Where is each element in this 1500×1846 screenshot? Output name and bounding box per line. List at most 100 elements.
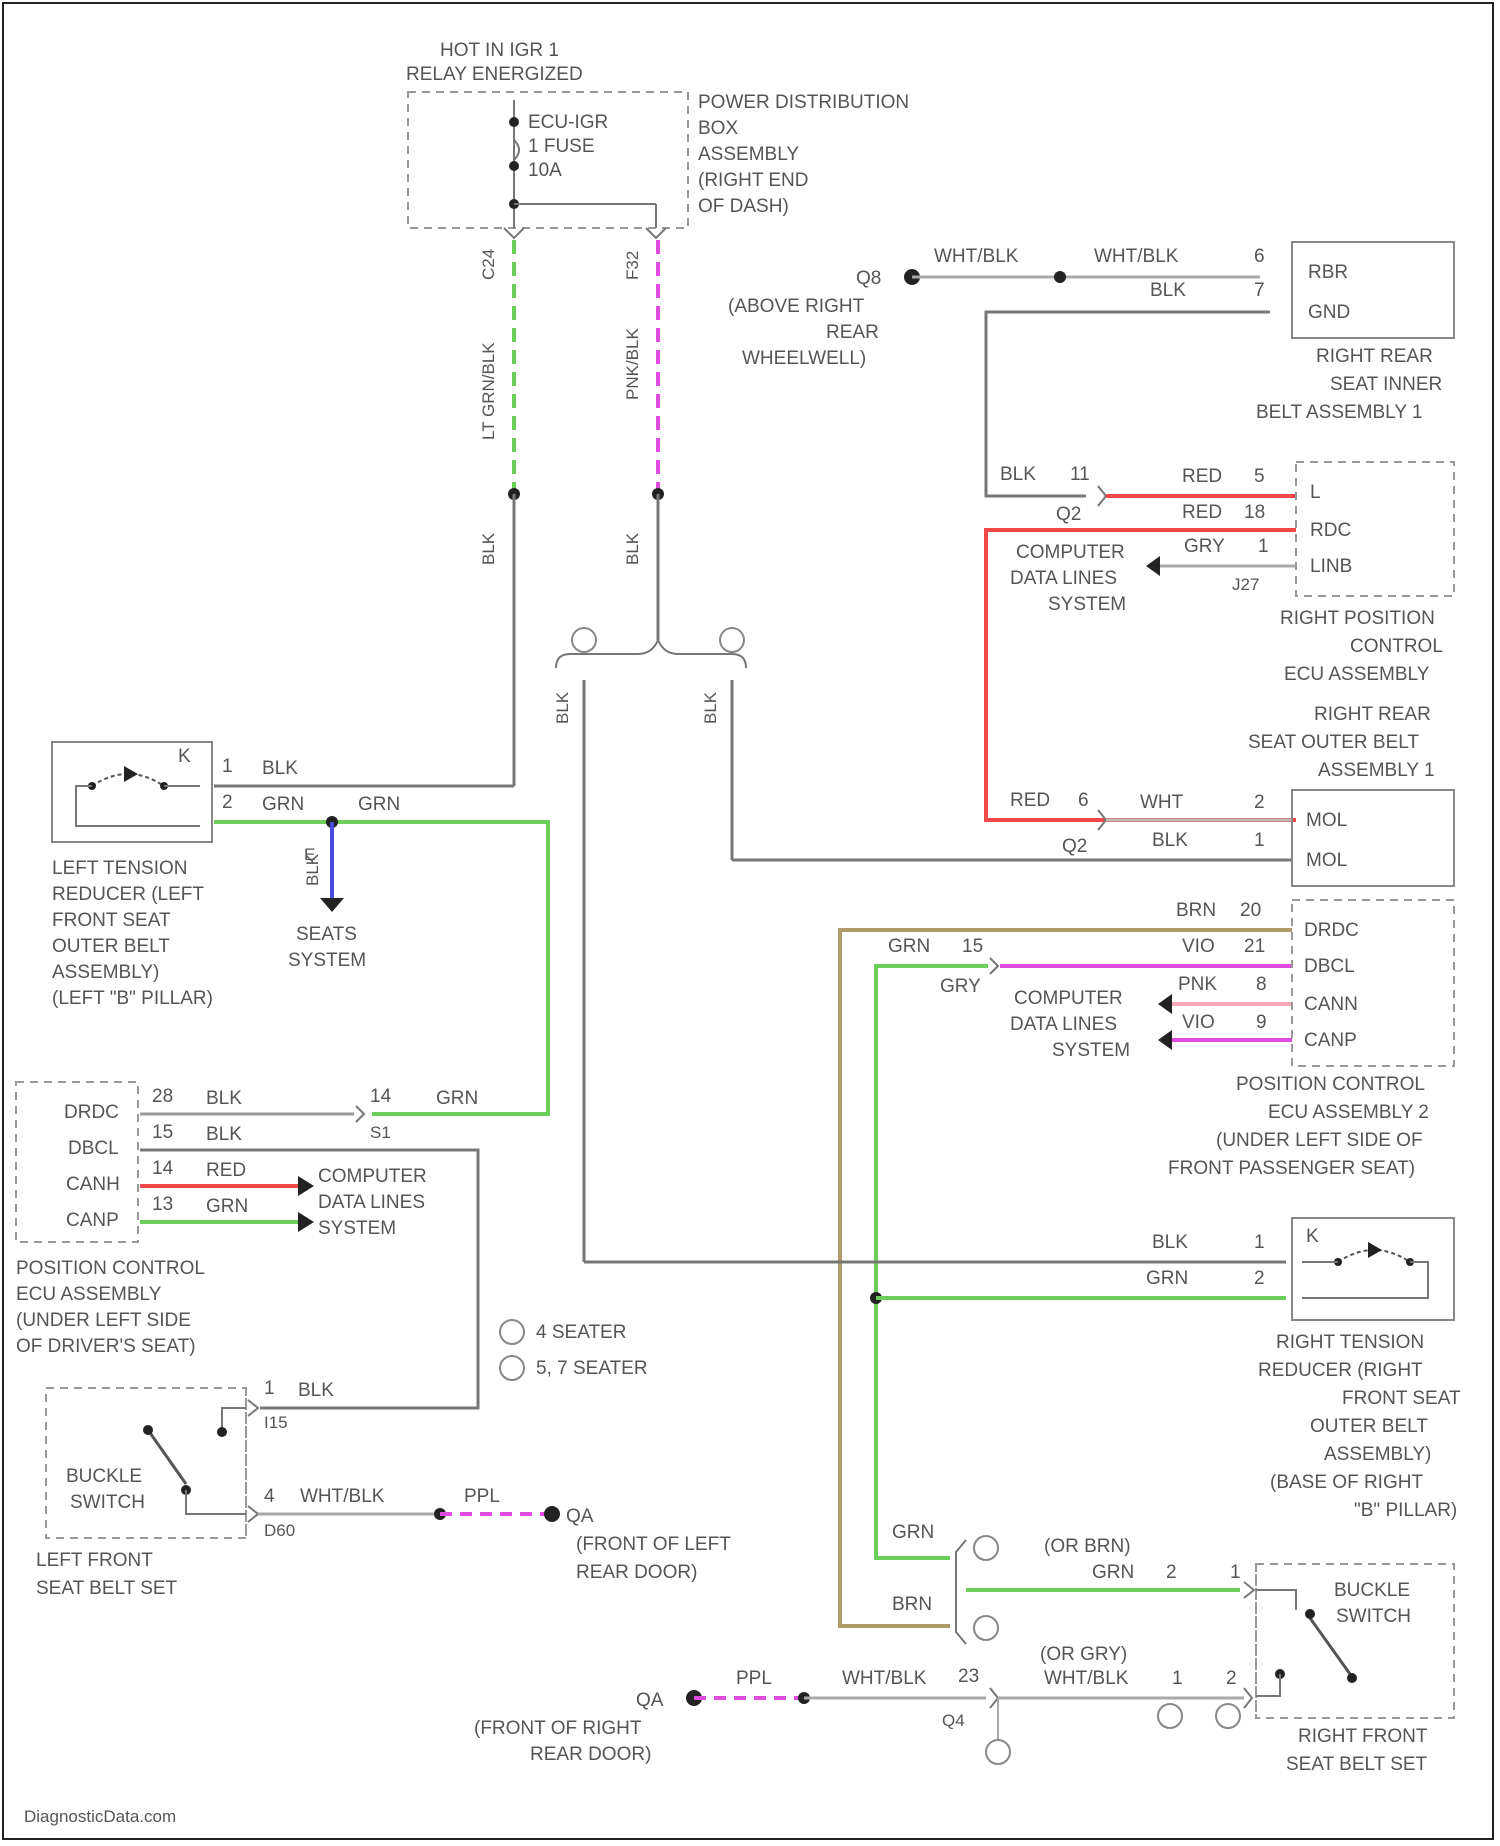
r-blk-label: BLK: [1152, 1232, 1188, 1253]
rr-inner-1: SEAT INNER: [1330, 374, 1442, 395]
wire-ltgrn-blk-label: LT GRN/BLK: [479, 342, 498, 440]
rb-buckle-0: BUCKLE: [1334, 1580, 1410, 1601]
p15-wire-label: BLK: [206, 1124, 242, 1145]
rr-outer-2: ASSEMBLY 1: [1318, 760, 1435, 781]
pin-5-label: 5: [1254, 466, 1265, 487]
pc2-drdc: DRDC: [1304, 920, 1359, 941]
wht-blk-b-label: WHT/BLK: [1094, 246, 1179, 267]
lpc-drdc: DRDC: [64, 1102, 119, 1123]
pin-21-label: 21: [1244, 936, 1265, 957]
pdb-label-1: BOX: [698, 118, 738, 139]
q2-label: Q2: [1056, 504, 1081, 525]
e-wire-label: BLK: [303, 853, 322, 886]
q2b-label: Q2: [1062, 836, 1087, 857]
footer-watermark: DiagnosticData.com: [24, 1807, 176, 1826]
blk-11-label: BLK: [1000, 464, 1036, 485]
pin-8-label: 8: [1256, 974, 1267, 995]
cdl-b-0: COMPUTER: [1014, 988, 1123, 1009]
ltr-pin1-label: 1: [222, 756, 233, 777]
grn-p-label: GRY: [940, 976, 981, 997]
brn-20-label: BRN: [1176, 900, 1216, 921]
rpc-1: CONTROL: [1350, 636, 1443, 657]
ecu-rdc-label: RDC: [1310, 520, 1351, 541]
pc-left-3: OF DRIVER'S SEAT): [16, 1336, 196, 1357]
or-gry-label: (OR GRY): [1040, 1644, 1127, 1665]
qa-left-label: QA: [566, 1506, 594, 1527]
wire-blk-d-label: BLK: [701, 691, 720, 724]
pc2-canh: CANN: [1304, 994, 1358, 1015]
pin-11-label: 11: [1070, 464, 1090, 485]
d60-label: D60: [264, 1521, 295, 1540]
wht-blk-a-label: WHT/BLK: [934, 246, 1019, 267]
ltr-grn-a-label: GRN: [262, 794, 304, 815]
q8-label: Q8: [856, 268, 881, 289]
pin-1-label: 1: [1258, 536, 1269, 557]
p14b-label: 14: [370, 1086, 392, 1107]
cdl-b-1: DATA LINES: [1010, 1014, 1117, 1035]
mol-b-label: MOL: [1306, 850, 1347, 871]
seats-0: SEATS: [296, 924, 357, 945]
red-6-label: RED: [1010, 790, 1050, 811]
pc2-1: ECU ASSEMBLY 2: [1268, 1102, 1429, 1123]
wire-blk-b-label: BLK: [623, 532, 642, 565]
wire-blk-c-label: BLK: [553, 691, 572, 724]
pin-6-label: 6: [1254, 246, 1265, 267]
left-buckle-1: SWITCH: [70, 1492, 145, 1513]
pin-7-label: 7: [1254, 280, 1265, 301]
right-rear-inner-belt-box: [1292, 242, 1454, 338]
rb-grn-label: GRN: [1092, 1562, 1134, 1583]
c24-label: C24: [479, 249, 498, 280]
relay-energized-label: RELAY ENERGIZED: [406, 64, 583, 85]
pin-6b-label: 6: [1078, 790, 1089, 811]
qa-right-label: QA: [636, 1690, 664, 1711]
rbr-label: RBR: [1308, 262, 1348, 283]
ppl-right-label: PPL: [736, 1668, 772, 1689]
r-whtblk2-label: WHT/BLK: [1044, 1668, 1129, 1689]
pc-left-0: POSITION CONTROL: [16, 1258, 205, 1279]
r-pin1-label: 1: [1254, 1232, 1265, 1253]
cdl-a-1: DATA LINES: [1010, 568, 1117, 589]
rb-buckle-1: SWITCH: [1336, 1606, 1411, 1627]
i15-label: I15: [264, 1413, 288, 1432]
legend-4-seater-marker: [500, 1320, 524, 1344]
p13-wire-label: GRN: [206, 1196, 248, 1217]
variant-marker-rfs-e: [986, 1740, 1010, 1764]
r-p2-label: 2: [1226, 1668, 1237, 1689]
ecu-linb-label: LINB: [1310, 556, 1352, 577]
rpc-2: ECU ASSEMBLY: [1284, 664, 1430, 685]
left-tension-5: (LEFT "B" PILLAR): [52, 988, 213, 1009]
left-tension-4: ASSEMBLY): [52, 962, 159, 983]
pin-1b-label: 1: [1254, 830, 1265, 851]
s1-label: S1: [370, 1123, 391, 1142]
lfsbs-0: LEFT FRONT: [36, 1550, 153, 1571]
cdl-c-1: DATA LINES: [318, 1192, 425, 1213]
j27-label: J27: [1232, 575, 1259, 594]
ltr-pin2-label: 2: [222, 792, 233, 813]
qa-right-loc-1: REAR DOOR): [530, 1744, 651, 1765]
left-buckle-switch-contact: [148, 1430, 186, 1484]
left-tension-3: OUTER BELT: [52, 936, 170, 957]
rtr-2: FRONT SEAT: [1342, 1388, 1461, 1409]
rr-inner-2: BELT ASSEMBLY 1: [1256, 402, 1423, 423]
r-p1-label: 1: [1172, 1668, 1183, 1689]
qa-left-loc-1: REAR DOOR): [576, 1562, 697, 1583]
ecu-l-label: L: [1310, 482, 1321, 503]
r-pin23-label: 23: [958, 1666, 979, 1687]
p28-label: 28: [152, 1086, 173, 1107]
r-grn-label: GRN: [1146, 1268, 1188, 1289]
p15-label: 15: [152, 1122, 173, 1143]
r-whtblk-label: WHT/BLK: [842, 1668, 927, 1689]
blk-pin7-wire-label: BLK: [1150, 280, 1186, 301]
f32-label: F32: [623, 251, 642, 280]
p14-wire-label: RED: [206, 1160, 246, 1181]
pdb-label-0: POWER DISTRIBUTION: [698, 92, 909, 113]
wire-grn-left: [214, 822, 548, 1114]
pc2-2: (UNDER LEFT SIDE OF: [1216, 1130, 1423, 1151]
rb-pin2-label: 2: [1166, 1562, 1177, 1583]
pdb-label-2: ASSEMBLY: [698, 144, 799, 165]
left-front-seat-belt-set-box: [46, 1388, 246, 1538]
bs-pin1-label: 1: [264, 1378, 275, 1399]
q4-label: Q4: [942, 1711, 965, 1730]
legend-57-seater: 5, 7 SEATER: [536, 1358, 648, 1379]
left-tension-1: REDUCER (LEFT: [52, 884, 204, 905]
